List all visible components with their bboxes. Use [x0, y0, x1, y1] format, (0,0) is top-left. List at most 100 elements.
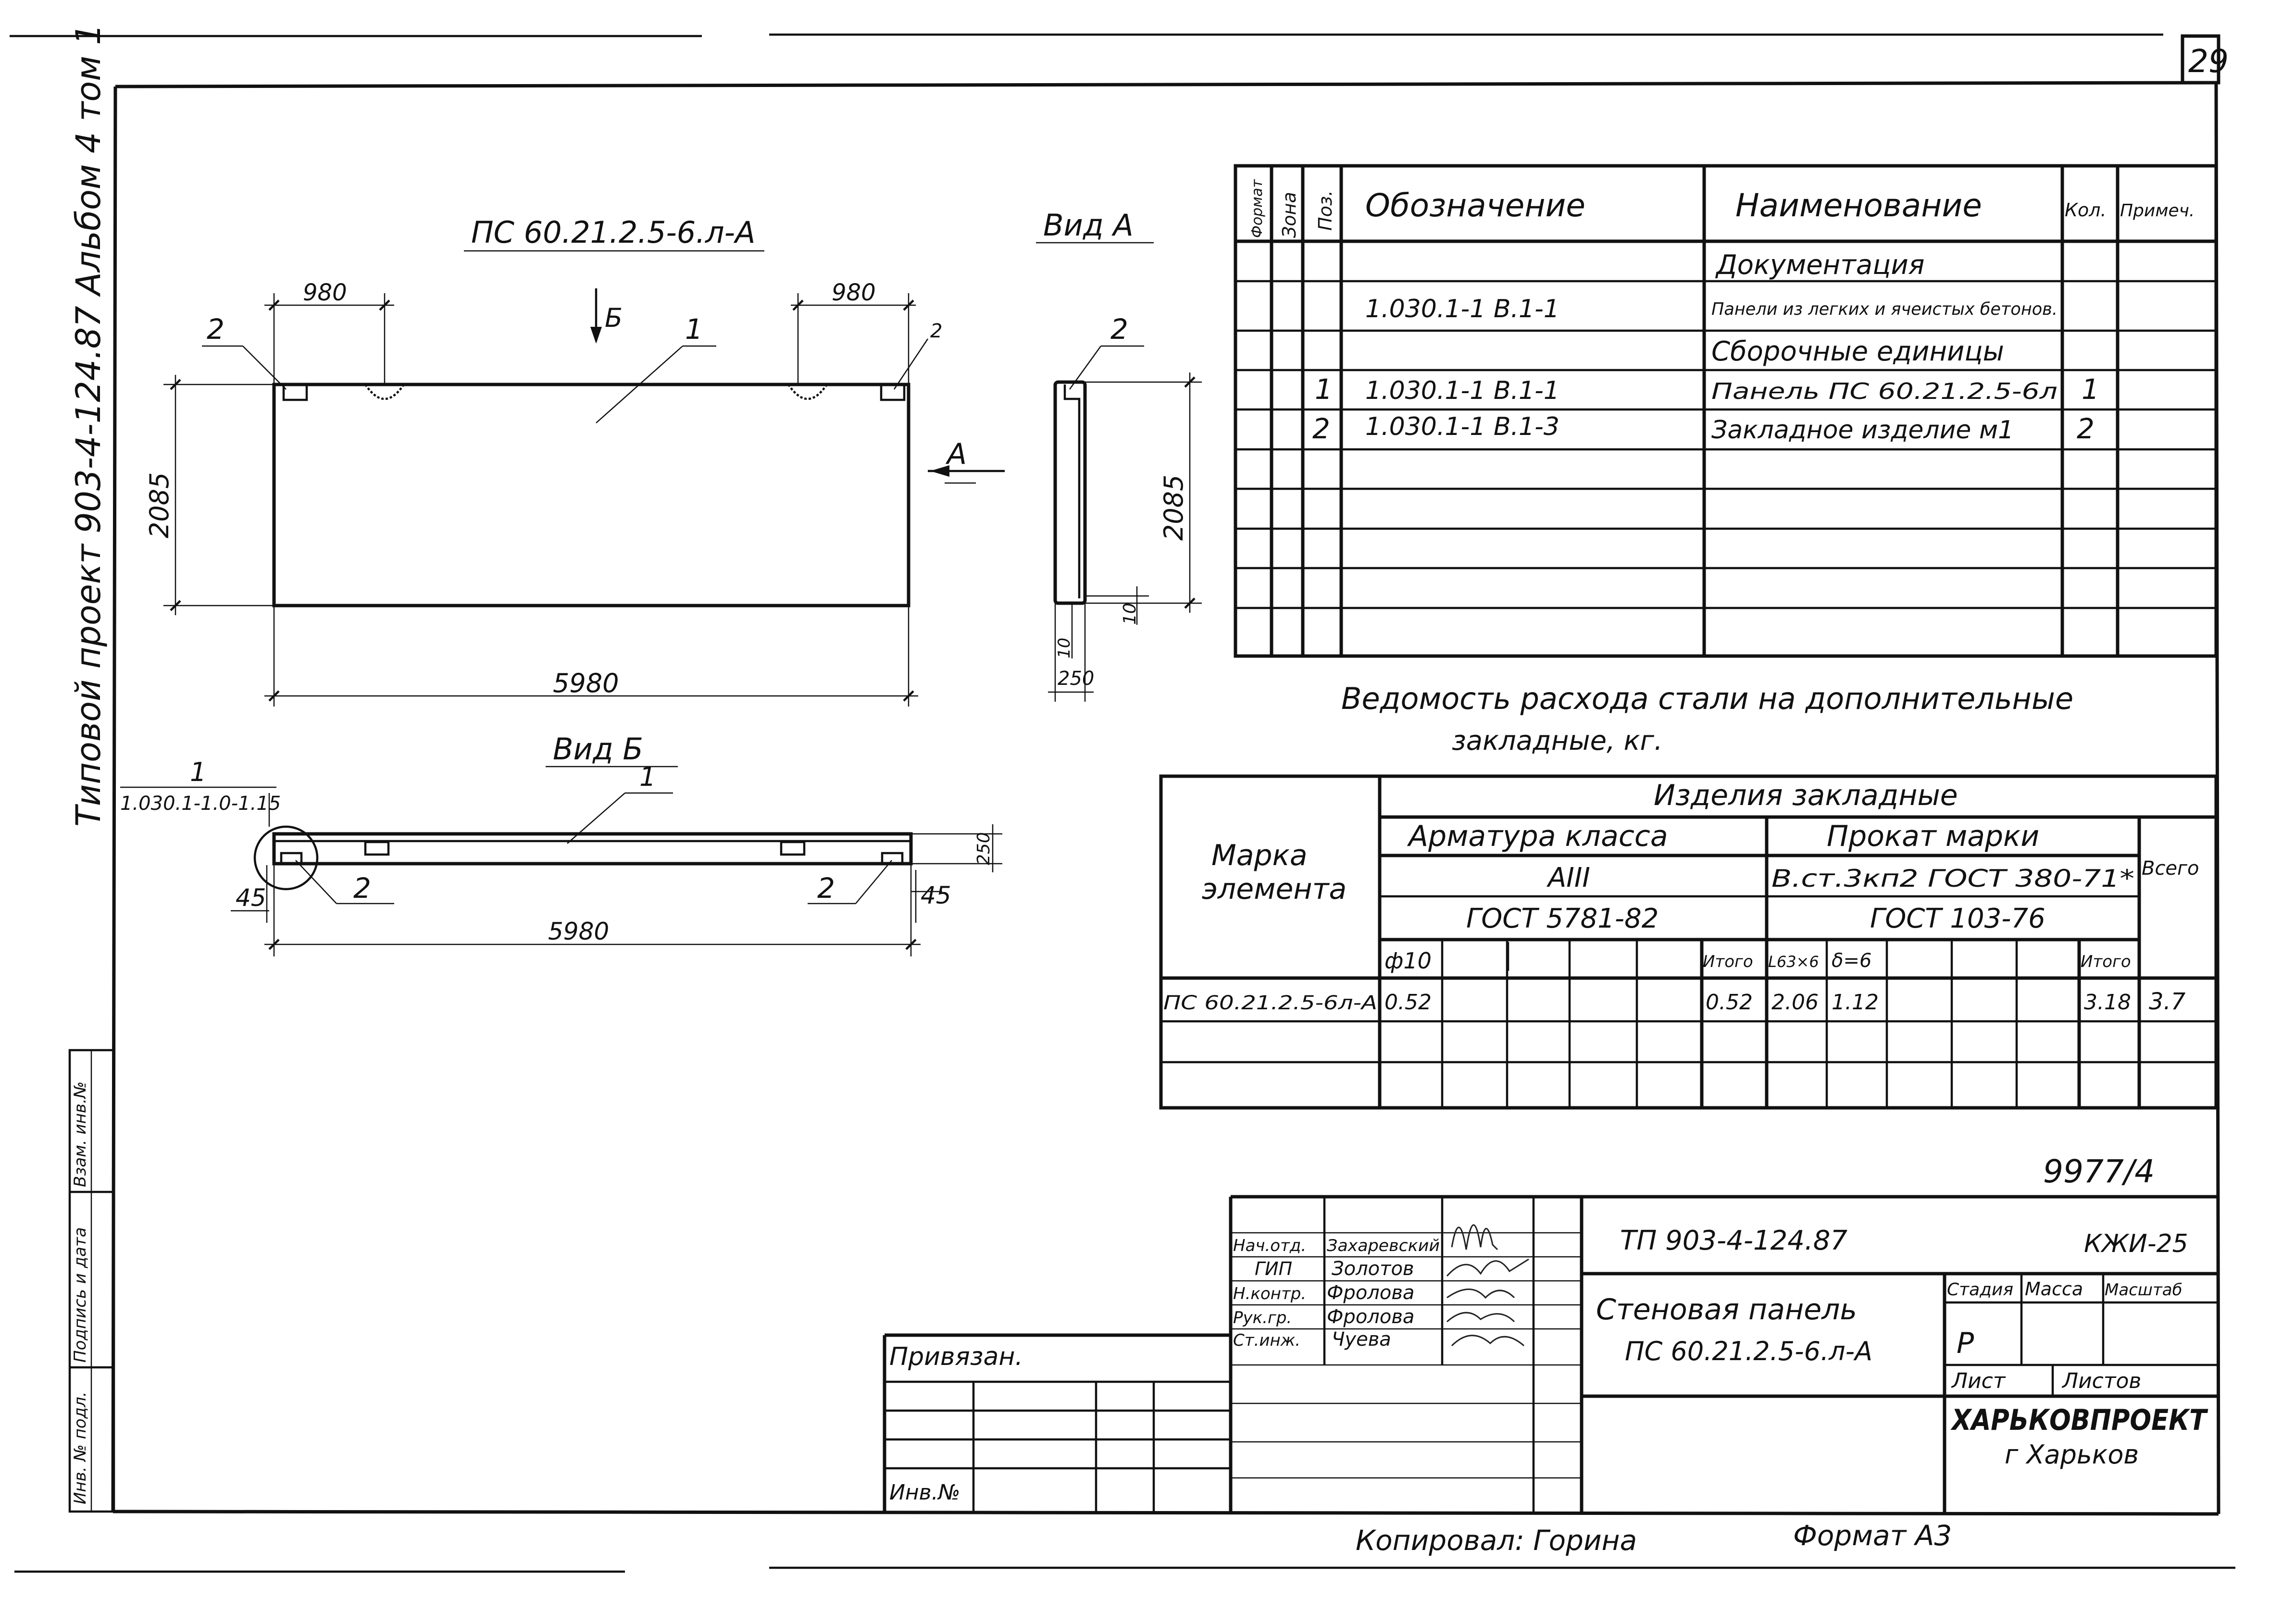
sheets-header: Листов — [2061, 1369, 2141, 1393]
view-b-dim-45-right: 45 — [921, 881, 951, 909]
margin-stamp — [68, 1049, 115, 1513]
view-b-dim-250: 250 — [974, 832, 994, 865]
spec-header-qty: Кол. — [2065, 199, 2107, 221]
pos-1-label: 1 — [685, 313, 703, 346]
steel-header-rebar-class: АIII — [1546, 862, 1590, 893]
spec-row-1-name: Документация — [1715, 249, 1924, 281]
steel-header-mark-1: Марка — [1211, 839, 1308, 872]
view-b-plan — [120, 786, 1002, 956]
mass-header: Масса — [2025, 1278, 2083, 1300]
role-3: Н.контр. — [1233, 1284, 1306, 1303]
spec-row-5-qty: 2 — [2077, 412, 2095, 445]
product-name-2: ПС 60.21.2.5-6.л-А — [1625, 1336, 1872, 1366]
panel-front-view — [163, 288, 1005, 707]
arrow-a-label: А — [945, 437, 967, 471]
steel-header-rolled-gost: ГОСТ 103-76 — [1870, 903, 2045, 934]
spec-header-designation: Обозначение — [1365, 187, 1585, 224]
spec-row-5-pos: 2 — [1312, 412, 1330, 445]
steel-title-2: закладные, кг. — [1452, 725, 1663, 756]
steel-col-d6: δ=6 — [1832, 950, 1871, 972]
view-a-dim-10: 10 — [1120, 603, 1140, 625]
view-b-pos-2-right: 2 — [817, 872, 835, 905]
steel-row-l63: 2.06 — [1771, 990, 1819, 1015]
steel-row-itogo-2: 3.18 — [2084, 990, 2131, 1015]
role-5: Ст.инж. — [1233, 1331, 1300, 1350]
sheet-code: КЖИ-25 — [2084, 1229, 2188, 1258]
steel-row-d6: 1.12 — [1832, 990, 1879, 1015]
role-2: ГИП — [1255, 1258, 1292, 1279]
arrow-b-label: Б — [605, 303, 623, 333]
dim-980-left: 980 — [303, 279, 347, 306]
steel-header-rebar-gost: ГОСТ 5781-82 — [1466, 903, 1659, 934]
pos-2-label-right: 2 — [930, 320, 942, 342]
view-a-title: Вид А — [1043, 208, 1134, 243]
steel-title: Ведомость расхода стали на дополнительны… — [1341, 681, 2073, 716]
view-b-pos-1: 1 — [639, 762, 656, 792]
view-b-title: Вид Б — [553, 731, 643, 767]
sheet-number: 29 — [2188, 43, 2229, 80]
view-a-dim-250: 250 — [1058, 668, 1094, 690]
signatures — [1446, 1224, 1529, 1347]
steel-row-total: 3.7 — [2149, 988, 2186, 1015]
detail-ref: 1.030.1-1.0-1.15 — [120, 793, 281, 815]
spec-row-5-name: Закладное изделие м1 — [1711, 416, 2014, 445]
view-a-section — [1048, 345, 1202, 702]
scale-header: Масштаб — [2105, 1280, 2182, 1300]
steel-col-itogo-2: Итого — [2081, 952, 2131, 971]
steel-row-itogo: 0.52 — [1706, 990, 1753, 1015]
spec-row-4-designation: 1.030.1-1 В.1-1 — [1365, 376, 1559, 405]
city: г Харьков — [2005, 1439, 2139, 1470]
name-5: Чуева — [1332, 1328, 1391, 1351]
steel-table-grid — [1159, 774, 2218, 1110]
spec-header-name: Наименование — [1735, 187, 1982, 224]
name-4: Фролова — [1327, 1306, 1414, 1328]
spec-row-2-name: Панели из легких и ячеистых бетонов. — [1711, 299, 2058, 319]
detail-ref-number: 1 — [190, 757, 206, 787]
paper-format: Формат А3 — [1793, 1519, 1952, 1552]
spec-row-5-designation: 1.030.1-1 В.1-3 — [1365, 412, 1559, 441]
margin-inv-label: Инв. № подл. — [71, 1391, 90, 1504]
name-1: Захаревский — [1327, 1236, 1440, 1255]
steel-col-phi10: ф10 — [1384, 948, 1432, 974]
steel-col-itogo: Итого — [1703, 952, 1753, 971]
spec-table-grid — [1234, 164, 2218, 658]
spec-header-note: Примеч. — [2120, 201, 2195, 221]
copied-by: Копировал: Горина — [1356, 1524, 1637, 1557]
steel-row-mark: ПС 60.21.2.5-6л-А — [1163, 992, 1377, 1014]
steel-header-rolled-grade: В.ст.3кп2 ГОСТ 380-71* — [1771, 865, 2134, 893]
stage-value: Р — [1957, 1326, 1974, 1360]
dim-980-right: 980 — [832, 279, 876, 306]
side-label: Типовой проект 903-4-124.87 Альбом 4 том… — [69, 24, 108, 827]
dim-2085: 2085 — [144, 472, 175, 538]
spec-header-format: Формат — [1249, 179, 1266, 238]
spec-row-3-name: Сборочные единицы — [1711, 336, 2004, 367]
title-block-grid — [883, 1195, 2219, 1513]
project-code: ТП 903-4-124.87 — [1620, 1225, 1847, 1256]
view-b-dim-5980: 5980 — [548, 917, 609, 945]
panel-title: ПС 60.21.2.5-6.л-А — [471, 215, 755, 250]
stage-header: Стадия — [1947, 1280, 2013, 1300]
spec-row-4-name: Панель ПС 60.21.2.5-6л — [1711, 378, 2058, 404]
steel-header-rebar: Арматура класса — [1407, 819, 1668, 853]
steel-header-items: Изделия закладные — [1654, 779, 1958, 812]
view-a-pos-2: 2 — [1110, 313, 1128, 346]
spec-row-4-qty: 1 — [2082, 373, 2099, 406]
product-name-1: Стеновая панель — [1596, 1293, 1857, 1326]
archive-number: 9977/4 — [2043, 1153, 2155, 1190]
spec-header-pos: Поз. — [1315, 190, 1336, 231]
steel-row-phi10: 0.52 — [1384, 990, 1432, 1015]
spec-row-2-designation: 1.030.1-1 В.1-1 — [1365, 295, 1559, 323]
steel-col-63x6: L63×6 — [1768, 953, 1819, 971]
inv-label: Инв.№ — [889, 1480, 960, 1505]
spec-header-zone: Зона — [1279, 192, 1300, 238]
name-2: Золотов — [1332, 1258, 1414, 1280]
organization: ХАРЬКОВПРОЕКТ — [1950, 1403, 2208, 1437]
bound-label: Привязан. — [889, 1342, 1023, 1371]
margin-signature-label: Подпись и дата — [71, 1227, 90, 1363]
role-4: Рук.гр. — [1233, 1308, 1292, 1327]
pos-2-label-left: 2 — [207, 313, 224, 346]
dim-5980: 5980 — [553, 668, 619, 698]
steel-header-mark-2: элемента — [1202, 872, 1347, 906]
sheet-header: Лист — [1951, 1369, 2006, 1393]
